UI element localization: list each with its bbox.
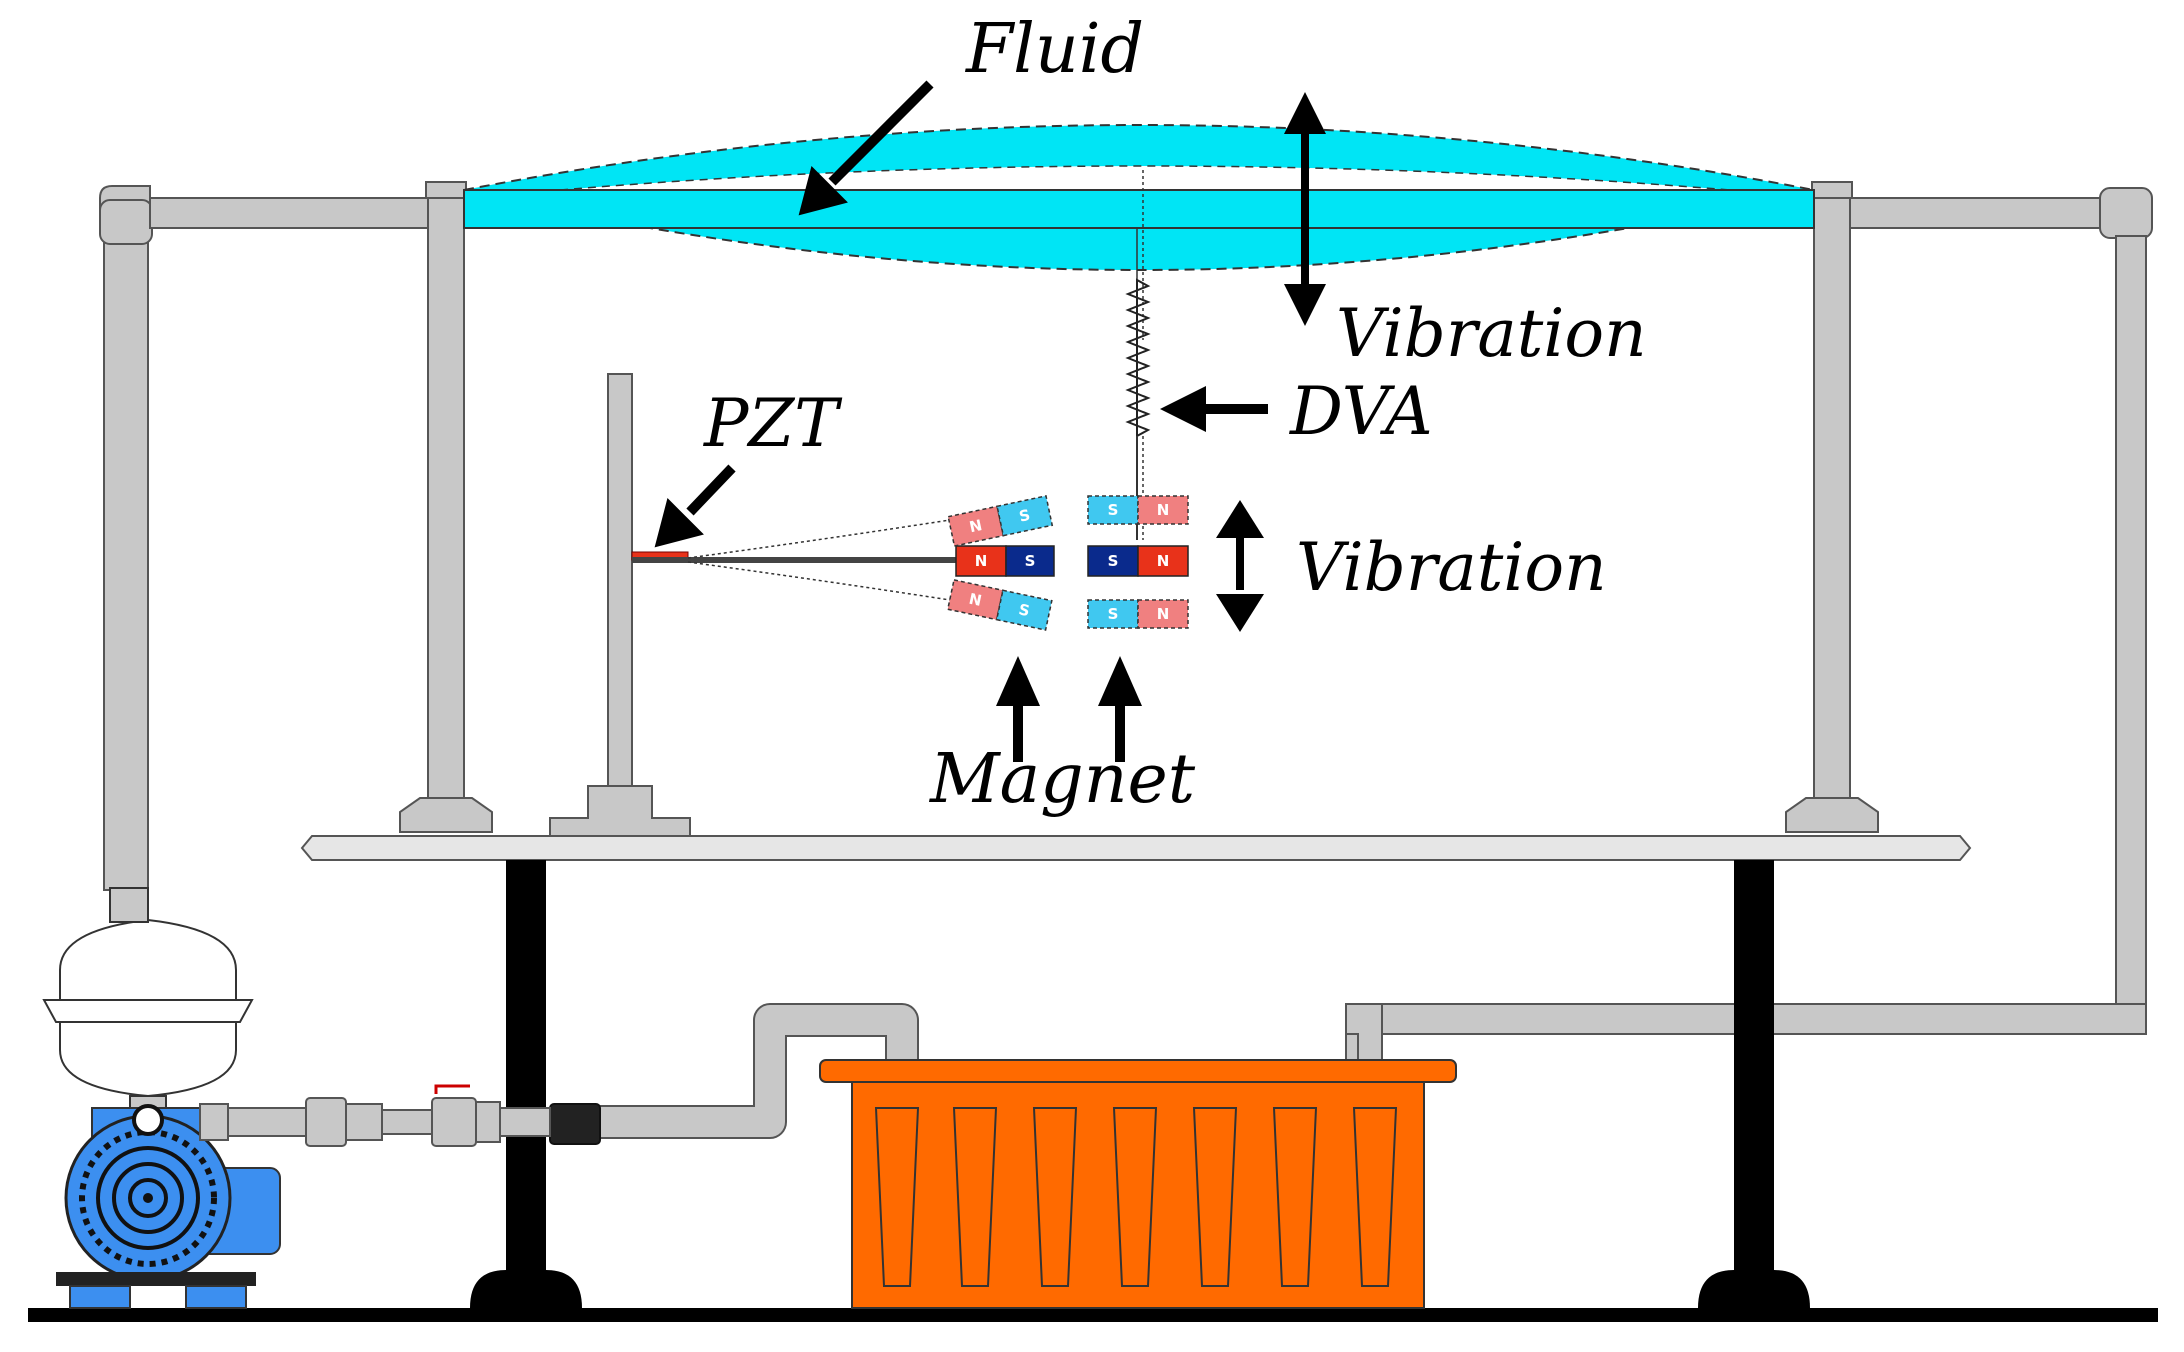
- ghost-n-pole-upper: N: [968, 516, 984, 536]
- dva-arrow-icon: [1160, 386, 1268, 432]
- vibration-top-double-arrow-icon: [1284, 92, 1326, 326]
- water-tank: [819, 1059, 1457, 1309]
- dva-magnet-s-pole: S: [1108, 552, 1119, 570]
- cantilever-beam: [632, 557, 956, 563]
- tip-magnet: N S: [955, 545, 1055, 577]
- tip-magnet-s-pole: S: [1025, 552, 1036, 570]
- ghost-n-pole-lower: N: [967, 590, 983, 610]
- dva-label: DVA: [1289, 373, 1433, 450]
- tank-inlet-pipe: [600, 1003, 919, 1139]
- pzt-arrow-icon: [654, 464, 736, 548]
- dva-magnet: S N: [1087, 545, 1189, 577]
- pzt-stand: [549, 373, 956, 837]
- valve-handle-icon: [434, 1084, 470, 1094]
- pump: [42, 887, 281, 1309]
- tip-magnet-lower-ghost: N S: [946, 579, 1053, 631]
- right-column: [1785, 181, 1879, 833]
- vibration-top-label: Vibration: [1336, 295, 1647, 372]
- dva-ghost-n-pole-lower: N: [1157, 605, 1170, 623]
- left-pipe-loop: [99, 185, 437, 891]
- pipe-coupling: [549, 1103, 601, 1145]
- dva-ghost-s-pole-lower: S: [1108, 605, 1119, 623]
- table-leg-left: [506, 860, 546, 1280]
- fluid-channel: [463, 189, 1815, 229]
- vibration-mid-label: Vibration: [1296, 529, 1607, 606]
- magnet-arrow-left-icon: [996, 656, 1040, 762]
- magnet-label: Magnet: [928, 740, 1196, 819]
- dva-magnet-lower-ghost: S N: [1087, 599, 1189, 629]
- tip-magnet-upper-ghost: N S: [947, 495, 1054, 547]
- valve-body: [431, 1097, 477, 1147]
- table: [300, 835, 1972, 1308]
- pump-outlet-pipe: [199, 1084, 601, 1147]
- tip-magnet-n-pole: N: [975, 552, 988, 570]
- pzt-label: PZT: [703, 385, 843, 462]
- fluid-arrow-icon: [798, 80, 934, 216]
- floor-line: [28, 1308, 2158, 1322]
- dva-magnet-n-pole: N: [1157, 552, 1170, 570]
- fluid-pipe: [463, 124, 1815, 271]
- ghost-s-pole-upper: S: [1018, 506, 1032, 526]
- dva-ghost-s-pole-upper: S: [1108, 501, 1119, 519]
- fluid-label: Fluid: [964, 10, 1144, 89]
- dva-magnet-upper-ghost: S N: [1087, 495, 1189, 525]
- ghost-s-pole-lower: S: [1017, 600, 1031, 620]
- left-column: [399, 181, 493, 833]
- table-leg-right: [1734, 860, 1774, 1280]
- dva-ghost-n-pole-upper: N: [1157, 501, 1170, 519]
- magnet-arrow-right-icon: [1098, 656, 1142, 762]
- vibration-mid-double-arrow-icon: [1216, 500, 1264, 632]
